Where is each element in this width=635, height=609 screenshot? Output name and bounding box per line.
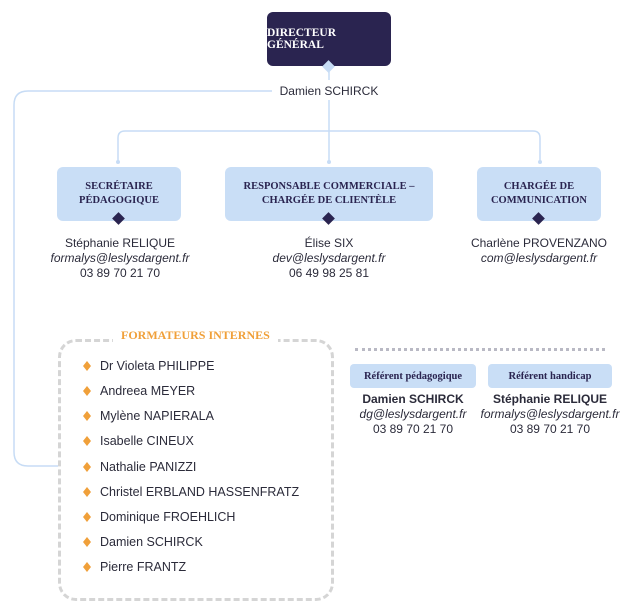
diamond-bullet-icon — [82, 510, 92, 524]
referents-divider — [355, 348, 605, 351]
trainer-name: Nathalie PANIZZI — [100, 460, 197, 474]
diamond-bullet-icon — [82, 384, 92, 398]
communication-contact: Charlène PROVENZANO com@leslysdargent.fr — [449, 236, 629, 266]
director-title: DIRECTEUR GÉNÉRAL — [267, 27, 337, 51]
contact-phone: 03 89 70 21 70 — [79, 266, 161, 280]
diamond-bullet-icon — [82, 434, 92, 448]
trainer-item: Damien SCHIRCK — [82, 532, 203, 552]
referent-label-text: Référent handicap — [508, 370, 592, 382]
trainer-name: Pierre FRANTZ — [100, 560, 187, 574]
trainer-item: Nathalie PANIZZI — [82, 457, 196, 477]
referent-handicap-contact: Stéphanie RELIQUE formalys@leslysdargent… — [472, 392, 628, 437]
contact-name: Damien SCHIRCK — [362, 392, 464, 406]
director-to-trainers-line — [13, 90, 272, 467]
diamond-bullet-icon — [82, 460, 92, 474]
trainer-name: Isabelle CINEUX — [100, 434, 194, 448]
role-title-line: SECRÉTAIRE — [85, 181, 153, 192]
role-box-communication: CHARGÉE DE COMMUNICATION — [477, 167, 601, 221]
referent-pedagogique-contact: Damien SCHIRCK dg@leslysdargent.fr 03 89… — [335, 392, 491, 437]
referent-label-text: Référent pédagogique — [363, 370, 463, 382]
trainers-title: FORMATEURS INTERNES — [113, 328, 278, 343]
diamond-bullet-icon — [82, 535, 92, 549]
trainer-item: Christel ERBLAND HASSENFRATZ — [82, 482, 299, 502]
director-name: Damien SCHIRCK — [279, 84, 379, 98]
trainer-item: Mylène NAPIERALA — [82, 406, 214, 426]
role-title-line: COMMUNICATION — [490, 195, 588, 206]
trainer-item: Pierre FRANTZ — [82, 557, 186, 577]
contact-name: Stéphanie RELIQUE — [64, 236, 176, 250]
trainer-name: Christel ERBLAND HASSENFRATZ — [100, 485, 300, 499]
trainer-name: Damien SCHIRCK — [100, 535, 203, 549]
trainer-name: Dominique FROEHLICH — [100, 510, 236, 524]
role-box-commercial: RESPONSABLE COMMERCIALE – CHARGÉE DE CLI… — [225, 167, 433, 221]
contact-email: dg@leslysdargent.fr — [359, 407, 467, 421]
role-title-line: RESPONSABLE COMMERCIALE – — [243, 181, 415, 192]
contact-name: Élise SIX — [304, 236, 354, 250]
role-box-secretary: SECRÉTAIRE PÉDAGOGIQUE — [57, 167, 181, 221]
diamond-bullet-icon — [82, 485, 92, 499]
role-title-line: PÉDAGOGIQUE — [79, 195, 159, 206]
trainer-name: Andreea MEYER — [100, 384, 196, 398]
trainer-item: Dr Violeta PHILIPPE — [82, 356, 214, 376]
diamond-bullet-icon — [82, 560, 92, 574]
trainer-item: Dominique FROEHLICH — [82, 507, 235, 527]
contact-phone: 06 49 98 25 81 — [288, 266, 370, 280]
contact-email: dev@leslysdargent.fr — [272, 251, 386, 265]
contact-email: com@leslysdargent.fr — [480, 251, 598, 265]
contact-name: Charlène PROVENZANO — [470, 236, 608, 250]
diamond-bullet-icon — [82, 359, 92, 373]
referent-label-pedagogique: Référent pédagogique — [350, 364, 476, 388]
trainer-item: Andreea MEYER — [82, 381, 195, 401]
referent-label-handicap: Référent handicap — [488, 364, 612, 388]
role-title-line: CHARGÉE DE — [503, 181, 575, 192]
diamond-bullet-icon — [82, 409, 92, 423]
trainer-name: Dr Violeta PHILIPPE — [100, 359, 215, 373]
contact-email: formalys@leslysdargent.fr — [480, 407, 620, 421]
secretary-contact: Stéphanie RELIQUE formalys@leslysdargent… — [30, 236, 210, 281]
trainer-name: Mylène NAPIERALA — [100, 409, 214, 423]
director-box: DIRECTEUR GÉNÉRAL — [267, 12, 391, 66]
role-title-line: CHARGÉE DE CLIENTÈLE — [261, 195, 397, 206]
trainer-item: Isabelle CINEUX — [82, 431, 194, 451]
contact-phone: 03 89 70 21 70 — [372, 422, 454, 436]
contact-email: formalys@leslysdargent.fr — [50, 251, 190, 265]
contact-name: Stéphanie RELIQUE — [492, 392, 608, 406]
commercial-contact: Élise SIX dev@leslysdargent.fr 06 49 98 … — [239, 236, 419, 281]
contact-phone: 03 89 70 21 70 — [509, 422, 591, 436]
